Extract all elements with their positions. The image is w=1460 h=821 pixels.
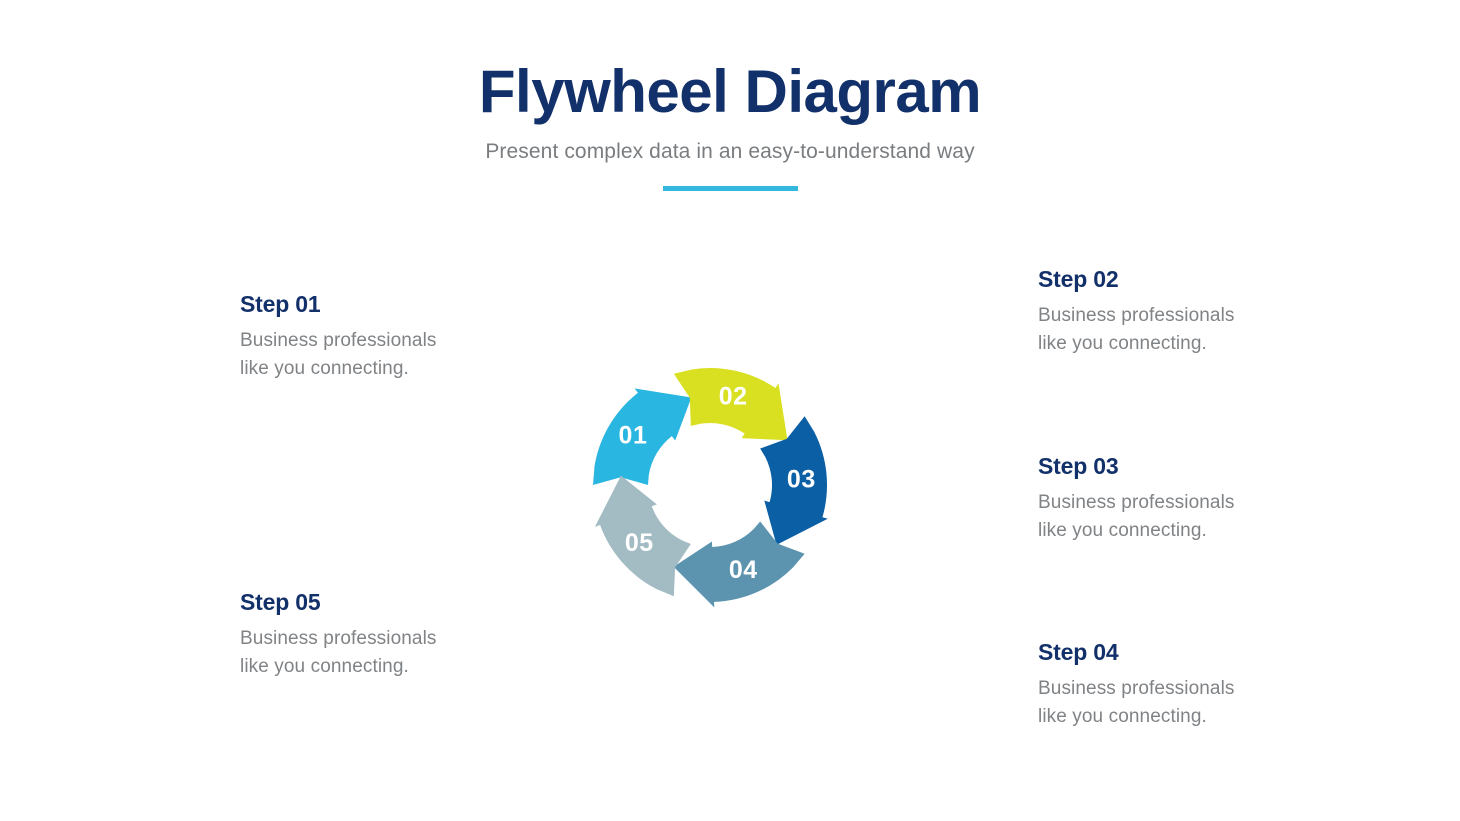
step-block-04: Step 04 Business professionals like you … [1038, 639, 1253, 732]
flywheel-svg: 01 02 03 04 05 [593, 367, 828, 608]
page-subtitle: Present complex data in an easy-to-under… [485, 140, 975, 164]
flywheel-segment-01[interactable] [593, 388, 692, 485]
header: Flywheel Diagram Present complex data in… [0, 58, 1460, 192]
step-body-01: Business professionals like you connecti… [240, 329, 437, 380]
step-title-05: Step 05 [240, 589, 321, 615]
step-body-04: Business professionals like you connecti… [1038, 677, 1235, 728]
step-body-03: Business professionals like you connecti… [1038, 491, 1235, 542]
flywheel-number-05: 05 [625, 529, 654, 557]
step-block-05: Step 05 Business professionals like you … [240, 589, 455, 682]
accent-divider [662, 186, 798, 192]
flywheel-label-group: 01 02 03 04 05 [619, 382, 816, 584]
page-title: Flywheel Diagram [478, 58, 982, 125]
flywheel-segment-04[interactable] [673, 521, 805, 608]
flywheel-number-02: 02 [719, 382, 748, 410]
step-body-02: Business professionals like you connecti… [1038, 304, 1235, 355]
step-block-01: Step 01 Business professionals like you … [240, 291, 455, 384]
flywheel-segment-02[interactable] [673, 367, 788, 441]
flywheel-diagram: 01 02 03 04 05 [460, 235, 960, 735]
step-block-02: Step 02 Business professionals like you … [1038, 266, 1253, 359]
flywheel-number-04: 04 [729, 556, 758, 584]
step-title-04: Step 04 [1038, 639, 1119, 665]
flywheel-segment-05[interactable] [594, 475, 691, 597]
step-body-05: Business professionals like you connecti… [240, 627, 437, 678]
flywheel-segment-group [593, 367, 828, 608]
step-block-03: Step 03 Business professionals like you … [1038, 453, 1253, 546]
flywheel-number-03: 03 [787, 466, 816, 494]
flywheel-number-01: 01 [619, 422, 648, 450]
flywheel-segment-03[interactable] [760, 416, 828, 545]
step-title-01: Step 01 [240, 291, 321, 317]
step-title-02: Step 02 [1038, 266, 1119, 292]
step-title-03: Step 03 [1038, 453, 1119, 479]
